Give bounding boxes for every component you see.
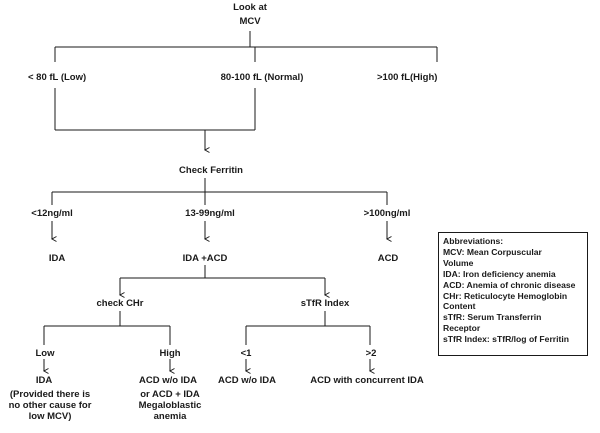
- chr-high-result: ACD w/o IDA: [138, 375, 198, 386]
- check-ferritin-node: Check Ferritin: [179, 165, 243, 176]
- stfr-low-result: ACD w/o IDA: [217, 375, 277, 386]
- mcv-normal-label: 80-100 fL (Normal): [220, 72, 304, 83]
- mcv-low-label: < 80 fL (Low): [28, 72, 87, 83]
- mcv-label: MCV: [239, 16, 261, 27]
- abbreviation-line: sTfR: Serum Transferrin: [443, 312, 542, 323]
- mcv-high-label: >100 fL(High): [377, 72, 438, 83]
- chr-low-label: Low: [35, 348, 55, 359]
- chr-high-label: High: [159, 348, 181, 359]
- chr-low-note: (Provided there is no other cause for lo…: [8, 389, 92, 422]
- abbreviation-line: Volume: [443, 257, 474, 268]
- ida-acd-result: IDA +ACD: [182, 253, 228, 264]
- stfr-low-label: <1: [240, 348, 252, 359]
- abbreviation-line: IDA: Iron deficiency anemia: [443, 268, 556, 279]
- abbreviations-title: Abbreviations:: [443, 236, 504, 246]
- abbreviation-line: Content: [443, 301, 476, 312]
- abbreviation-line: Receptor: [443, 323, 481, 334]
- check-chr-node: check CHr: [96, 298, 144, 309]
- ferritin-high-label: >100ng/ml: [363, 208, 411, 219]
- acd-result: ACD: [377, 253, 399, 264]
- abbreviation-line: CHr: Reticulocyte Hemoglobin: [443, 290, 568, 301]
- stfr-high-result: ACD with concurrent IDA: [310, 375, 424, 386]
- chr-low-result: IDA: [35, 375, 53, 386]
- ferritin-low-label: <12ng/ml: [31, 208, 73, 219]
- abbreviation-line: ACD: Anemia of chronic disease: [443, 279, 576, 290]
- abbreviation-line: MCV: Mean Corpuscular: [443, 246, 542, 257]
- stfr-high-label: >2: [365, 348, 377, 359]
- abbreviation-line: sTfR Index: sTfR/log of Ferritin: [443, 334, 570, 345]
- abbreviations-box: Abbreviations: MCV: Mean Corpuscular Vol…: [438, 232, 588, 356]
- stfr-index-node: sTfR Index: [300, 298, 350, 309]
- chr-high-alt: or ACD + IDA Megaloblastic anemia: [138, 389, 202, 422]
- look-at-label: Look at: [233, 2, 267, 13]
- ferritin-mid-label: 13-99ng/ml: [185, 208, 235, 219]
- ida-result: IDA: [48, 253, 66, 264]
